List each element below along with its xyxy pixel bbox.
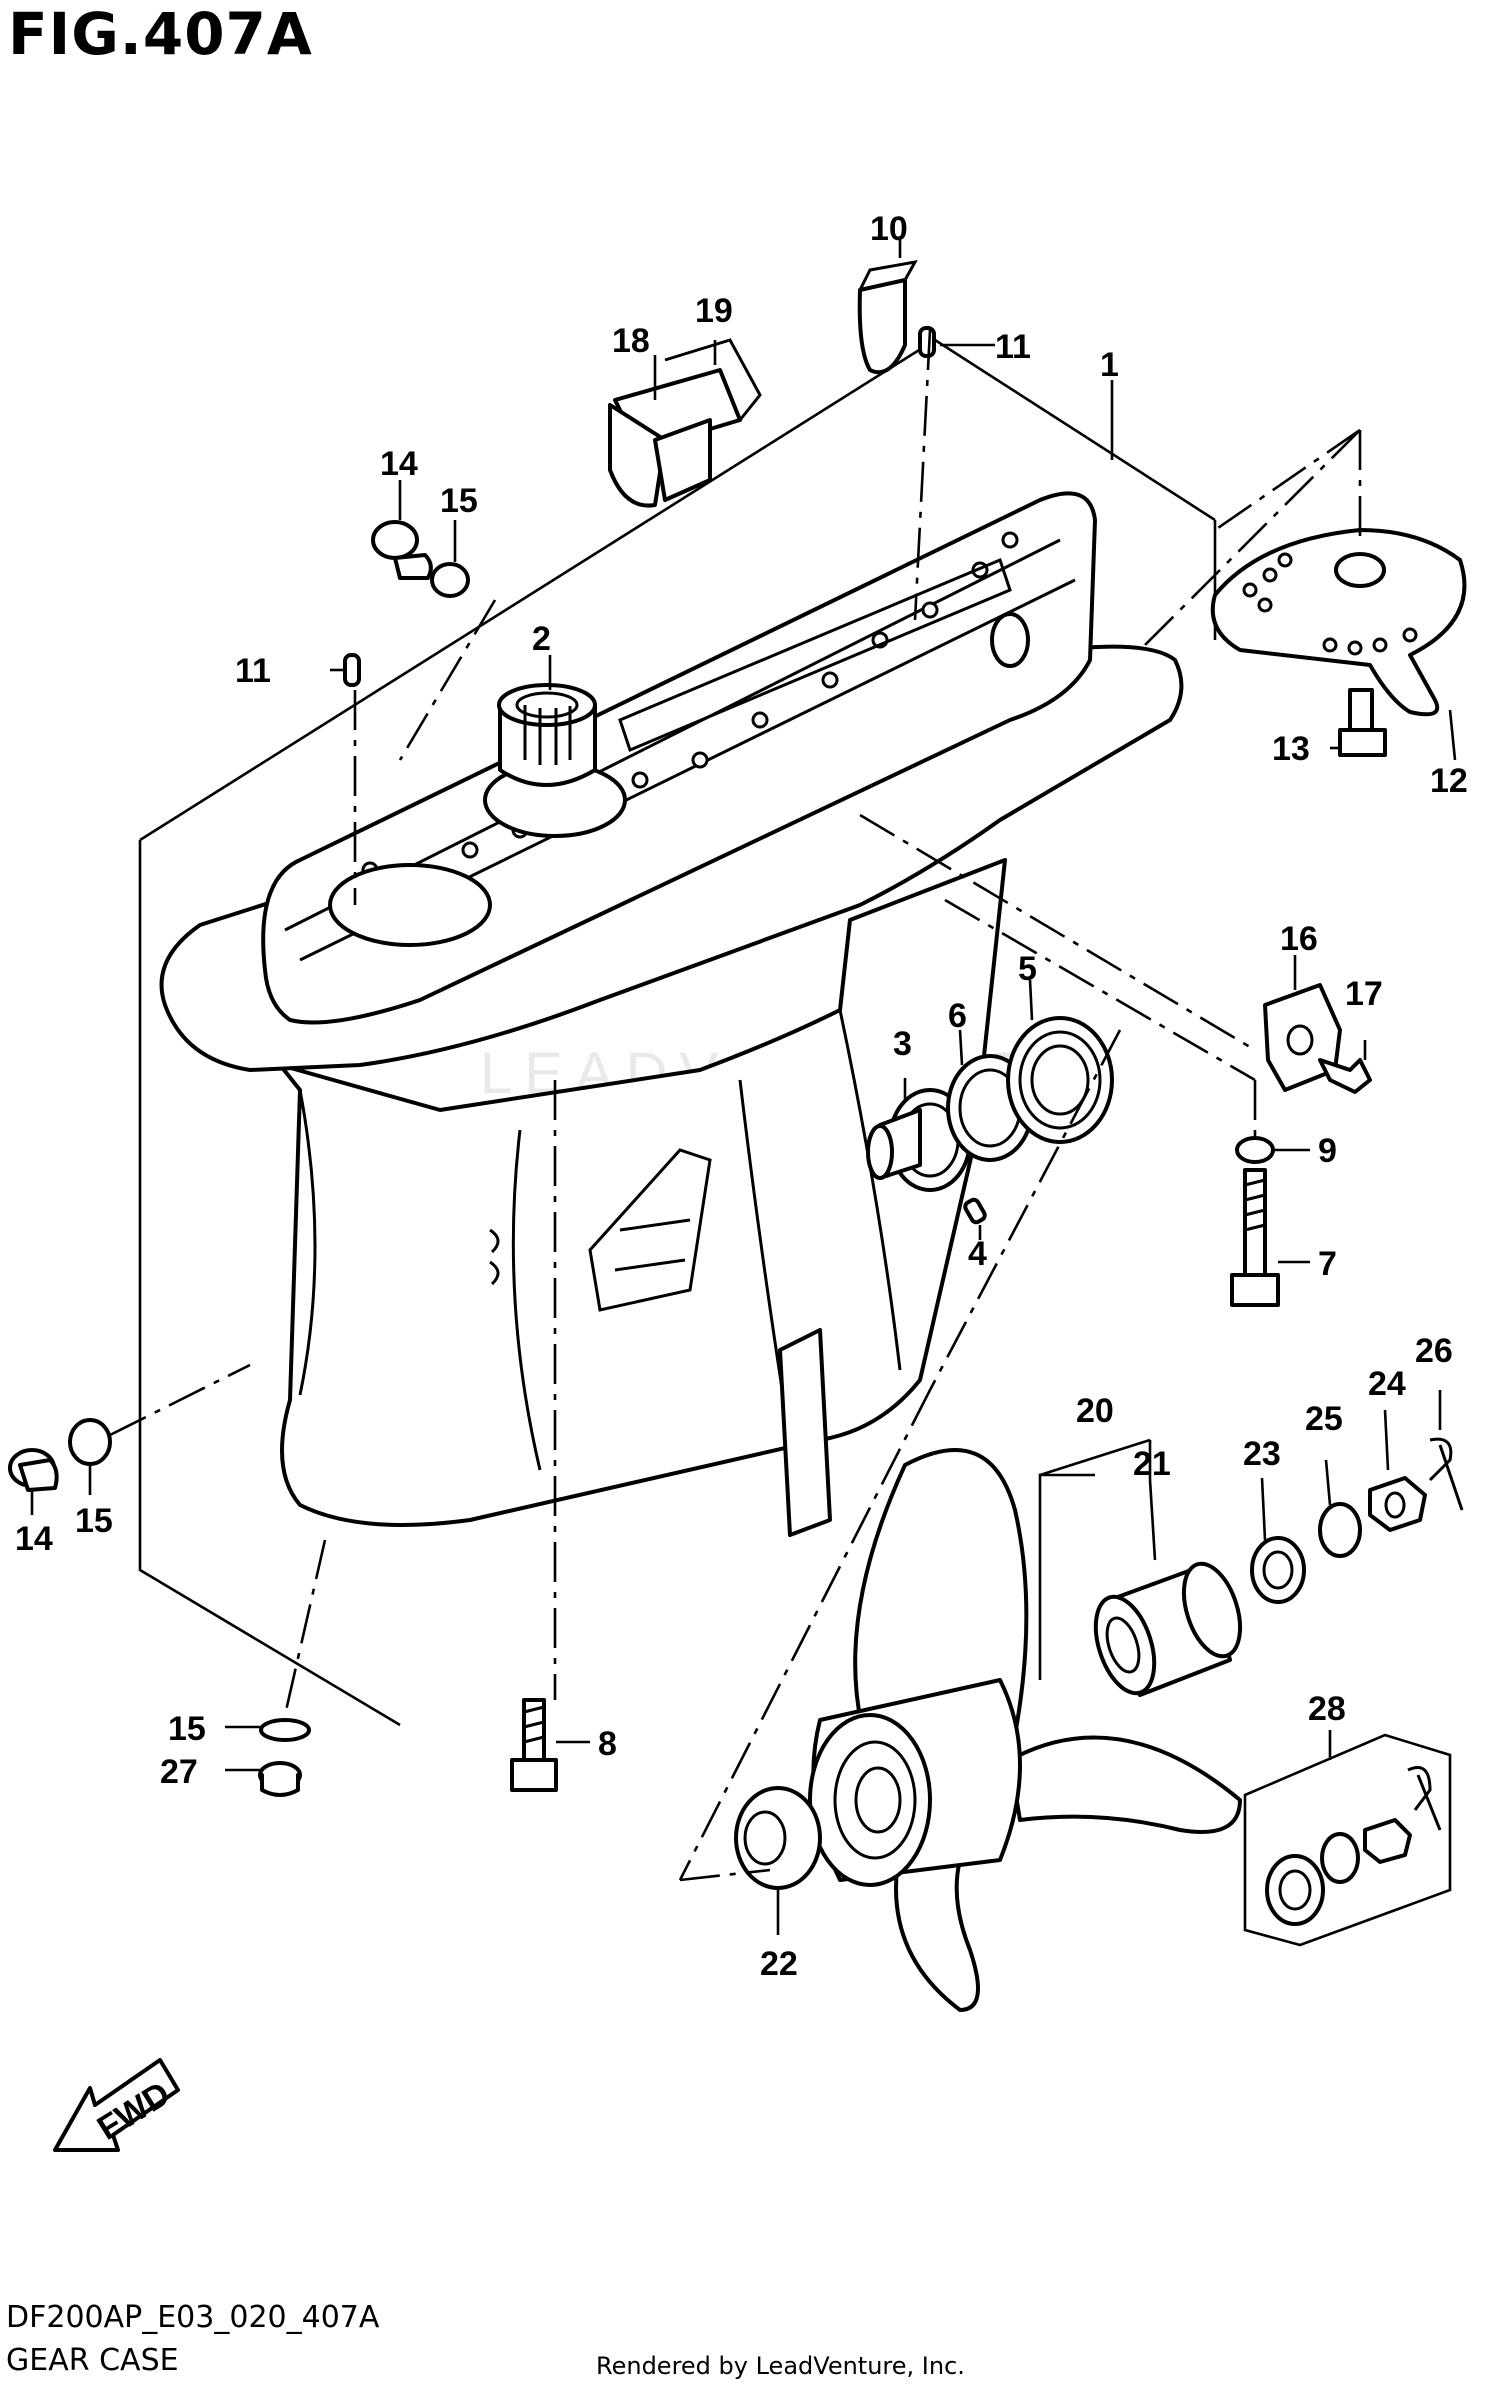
callout-3: 3 [893,1025,912,1063]
part-26-cotter-pin [1428,1437,1464,1511]
part-17-screw [1318,1058,1372,1094]
callout-27: 27 [160,1753,198,1791]
callout-22: 22 [760,1945,798,1983]
diagram-caption: GEAR CASE [6,2343,179,2378]
callout-7: 7 [1318,1245,1337,1283]
part-24-nut [1368,1476,1427,1532]
part-13-bolt [1338,688,1387,757]
callout-8: 8 [598,1725,617,1763]
callout-18: 18 [612,322,650,360]
part-21-bushing [1093,1561,1243,1697]
callout-2: 2 [532,620,551,658]
part-27-plug [258,1761,302,1797]
part-4-pin [963,1197,987,1225]
callout-5: 5 [1018,950,1037,988]
callout-25: 25 [1305,1400,1343,1438]
callout-19: 19 [695,292,733,330]
part-10-cap [857,259,918,375]
part-15-washer-lower [68,1418,112,1466]
callout-15-upper: 15 [440,482,478,520]
callout-10: 10 [870,210,908,248]
callout-14-lower: 14 [15,1520,53,1558]
part-8-bolt [510,1698,558,1792]
callout-12: 12 [1430,762,1468,800]
callout-1: 1 [1100,346,1119,384]
part-11-pin-left [343,653,361,687]
callout-14-upper: 14 [380,445,418,483]
callout-20: 20 [1076,1392,1114,1430]
callout-24: 24 [1368,1365,1406,1403]
callout-26: 26 [1415,1332,1453,1370]
callout-4: 4 [968,1235,987,1273]
part-18-19-bracket [608,338,762,508]
figure-title: FIG.407A [8,0,313,68]
part-28-kit [1243,1733,1452,1947]
callout-16: 16 [1280,920,1318,958]
callout-9: 9 [1318,1132,1337,1170]
callout-15-lower: 15 [75,1502,113,1540]
part-22-thrust-washer [734,1786,822,1890]
callout-28: 28 [1308,1690,1346,1728]
part-9-washer [1235,1136,1275,1164]
part-15-washer-bottom [259,1718,311,1742]
rendered-by-text: Rendered by LeadVenture, Inc. [596,2352,965,2380]
water-tube-seat [497,683,597,787]
callout-6: 6 [948,997,967,1035]
part-14-plug-upper [371,520,433,580]
part-11-pin-upper [918,326,936,358]
callout-labels: 1 2 3 4 5 6 7 8 9 10 11 11 12 13 14 14 1… [15,210,1468,1983]
callout-11-left: 11 [235,652,271,690]
part-23-spacer [1250,1536,1306,1604]
callout-15-bottom: 15 [168,1710,206,1748]
part-25-washer [1318,1502,1362,1558]
diagram-code: DF200AP_E03_020_407A [6,2300,380,2335]
callout-17: 17 [1345,975,1383,1013]
callout-21: 21 [1133,1445,1171,1483]
leader-lines [30,240,1457,1935]
fwd-arrow: FWD [53,2058,180,2152]
callout-23: 23 [1243,1435,1281,1473]
callout-13: 13 [1272,730,1310,768]
callout-11-upper: 11 [995,328,1031,366]
part-12-trim-tab [1210,528,1467,717]
part-15-washer-upper [430,562,470,598]
part-14-plug-lower [8,1448,59,1492]
part-20-propeller [808,1448,1242,2012]
part-5-seal [1006,1016,1114,1144]
part-7-bolt [1230,1168,1280,1307]
gear-case-assembly [138,338,1217,1727]
